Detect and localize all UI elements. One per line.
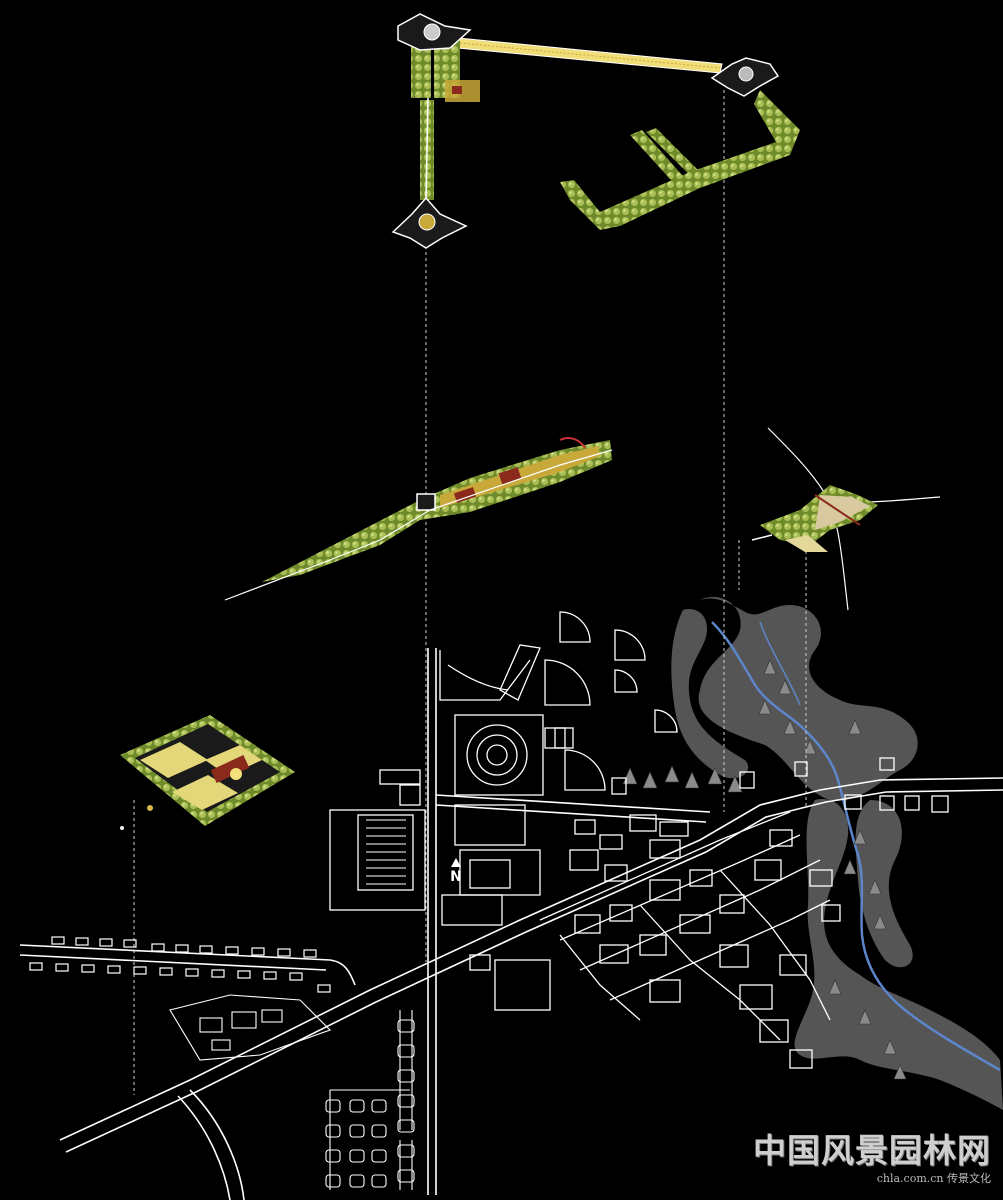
- town-grid: [539, 727, 949, 1069]
- southern-housing: [325, 1010, 415, 1190]
- watermark-tagline: 传景文化: [947, 1172, 991, 1185]
- west-road-houses: [29, 936, 331, 993]
- woodland-trees: [622, 659, 907, 1080]
- junction-enlargement: [751, 427, 941, 611]
- watermark-title: 中国风景园林网: [753, 1131, 991, 1170]
- woodland-terrain: [671, 596, 1003, 1110]
- west-compound: [169, 994, 332, 1061]
- watermark: 中国风景园林网 chla.com.cn 传景文化: [753, 1124, 991, 1186]
- top-axis-enlargement: [391, 13, 800, 249]
- linear-park-enlargement: [224, 437, 613, 601]
- creek: [711, 621, 1001, 1072]
- creek-branch: [759, 621, 801, 706]
- courtyard-enlargement: [120, 715, 295, 830]
- north-arrow-icon: [451, 858, 461, 867]
- stadium-district: [329, 611, 678, 1011]
- watermark-url: chla.com.cn 传景文化: [876, 1172, 991, 1185]
- north-arrow: N: [445, 858, 467, 885]
- leader-lines: [133, 90, 807, 1095]
- road-network: [19, 648, 1003, 1200]
- north-arrow-label: N: [450, 869, 462, 885]
